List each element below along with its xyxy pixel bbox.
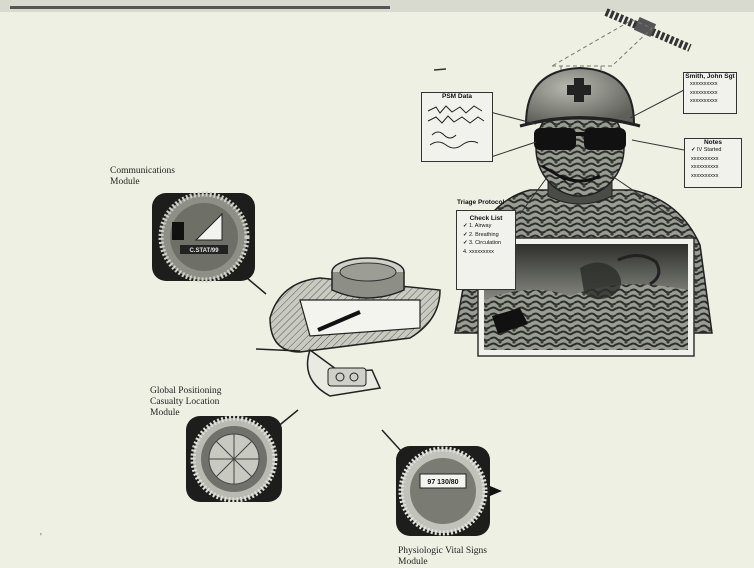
signal-block-icon [172, 222, 184, 240]
triage-item-1: 1. Airway [457, 222, 515, 231]
vitals-readout: 97 130/80 [427, 479, 458, 486]
name-tag-panel: Smith, John Sgt xxxxxxxxxx xxxxxxxxxx xx… [683, 72, 737, 114]
notes-item-3: xxxxxxxxxx [685, 163, 741, 172]
triage-item-4: 4. xxxxxxxxx [457, 248, 515, 257]
notes-item-4: xxxxxxxxxx [685, 172, 741, 181]
name-tag-line-3: xxxxxxxxxx [684, 97, 736, 106]
notes-panel: Notes IV Started xxxxxxxxxx xxxxxxxxxx x… [684, 138, 742, 188]
communications-readout: C.STAT/99 [189, 248, 219, 254]
vital-signs-module: 97 130/80 [396, 446, 502, 536]
communications-label-line-2: Module [110, 177, 175, 188]
psm-data-title: PSM Data [422, 93, 492, 100]
vitals-label-line-2: Module [398, 557, 487, 568]
notes-item-2: xxxxxxxxxx [685, 155, 741, 164]
communications-module: C.STAT/99 [152, 193, 255, 281]
psm-data-panel: PSM Data [421, 92, 493, 162]
svg-text:': ' [40, 532, 42, 543]
callout-notes [632, 140, 684, 150]
name-tag-line-1: xxxxxxxxxx [684, 80, 736, 89]
vitals-label-line-1: Physiologic Vital Signs [398, 546, 487, 557]
triage-protocol-panel: Triage Protocol Check List 1. Airway 2. … [456, 210, 516, 290]
triage-item-2: 2. Breathing [457, 231, 515, 240]
triage-title: Triage Protocol [457, 199, 529, 206]
triage-subtitle: Check List [457, 215, 515, 222]
name-tag-title: Smith, John Sgt [684, 73, 736, 80]
vital-signs-module-label: Physiologic Vital Signs Module [398, 546, 487, 568]
wrist-device [270, 258, 440, 396]
triage-item-3: 3. Circulation [457, 239, 515, 248]
gps-label-line-3: Module [150, 408, 222, 419]
callout-name [630, 90, 684, 118]
communications-module-label: Communications Module [110, 166, 175, 188]
communications-label-line-1: Communications [110, 166, 175, 177]
gps-label-line-2: Casualty Location [150, 397, 222, 408]
psm-waveform-icon [422, 103, 492, 161]
gps-label-line-1: Global Positioning [150, 386, 222, 397]
gps-module [186, 416, 282, 502]
notes-title: Notes [685, 139, 741, 146]
pointer-arrow-icon [490, 486, 502, 496]
satellite-icon [606, 12, 690, 48]
notes-item-1: IV Started [685, 146, 741, 155]
gps-module-label: Global Positioning Casualty Location Mod… [150, 386, 222, 419]
name-tag-line-2: xxxxxxxxxx [684, 89, 736, 98]
